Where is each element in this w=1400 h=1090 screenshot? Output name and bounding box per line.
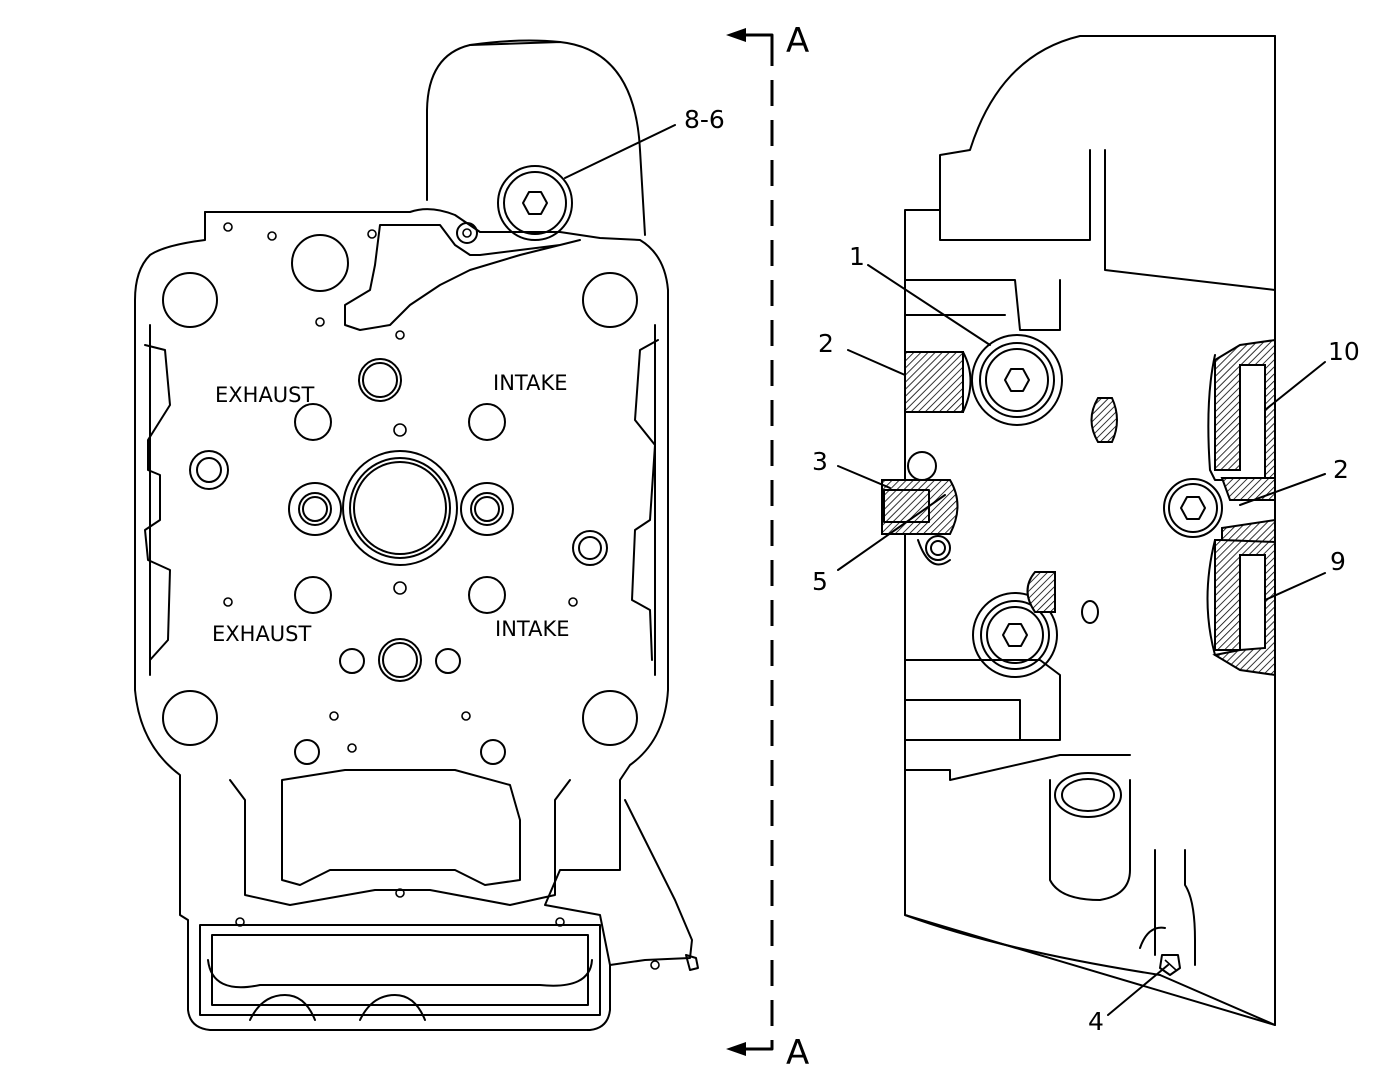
callout-4: 4 [1088,1007,1104,1036]
callout-3: 3 [812,447,828,476]
plug-2-right [1220,477,1276,501]
right-view-section: 1 2 3 5 10 2 9 4 [812,35,1360,1036]
plug-2-right-lower [1221,518,1276,544]
leader-4 [1107,964,1169,1016]
plug-2-left [904,351,964,413]
label-intake-top: INTAKE [493,371,568,395]
callout-2-left: 2 [818,329,834,358]
section-line-a-a: A A [726,21,809,1073]
leader-5 [837,494,946,571]
plug-9 [1212,539,1276,677]
label-exhaust-top: EXHAUST [215,383,315,407]
section-label-top: A [786,21,809,61]
leader-10 [1264,361,1326,411]
label-exhaust-bottom: EXHAUST [212,622,312,646]
callout-10: 10 [1328,337,1360,366]
plug-2-hex [1163,478,1223,538]
leader-2-left [847,349,906,376]
plug-3 [881,479,959,535]
plug-lower-hex [972,592,1058,678]
leader-8-6 [564,124,676,179]
plug-1 [971,334,1063,426]
boss-upper [1090,397,1118,443]
plug-10 [1214,338,1276,481]
section-label-bottom: A [786,1033,809,1073]
leader-1 [867,264,991,346]
callout-2-right: 2 [1333,455,1349,484]
callout-8-6: 8-6 [684,105,725,134]
section-arrow-bottom-icon [726,1042,746,1056]
plug-4 [1159,954,1181,976]
leader-9 [1264,572,1326,601]
boss-lower [1026,571,1056,613]
callout-5: 5 [812,567,828,596]
section-arrow-top-icon [726,28,746,42]
label-intake-bottom: INTAKE [495,617,570,641]
callout-9: 9 [1330,547,1346,576]
leader-2-right [1239,473,1326,506]
plug-8-6 [497,165,573,241]
left-view-cylinder-head: EXHAUST INTAKE EXHAUST INTAKE 8-6 [134,39,725,1031]
callout-1: 1 [849,242,865,271]
leader-3 [837,465,891,489]
